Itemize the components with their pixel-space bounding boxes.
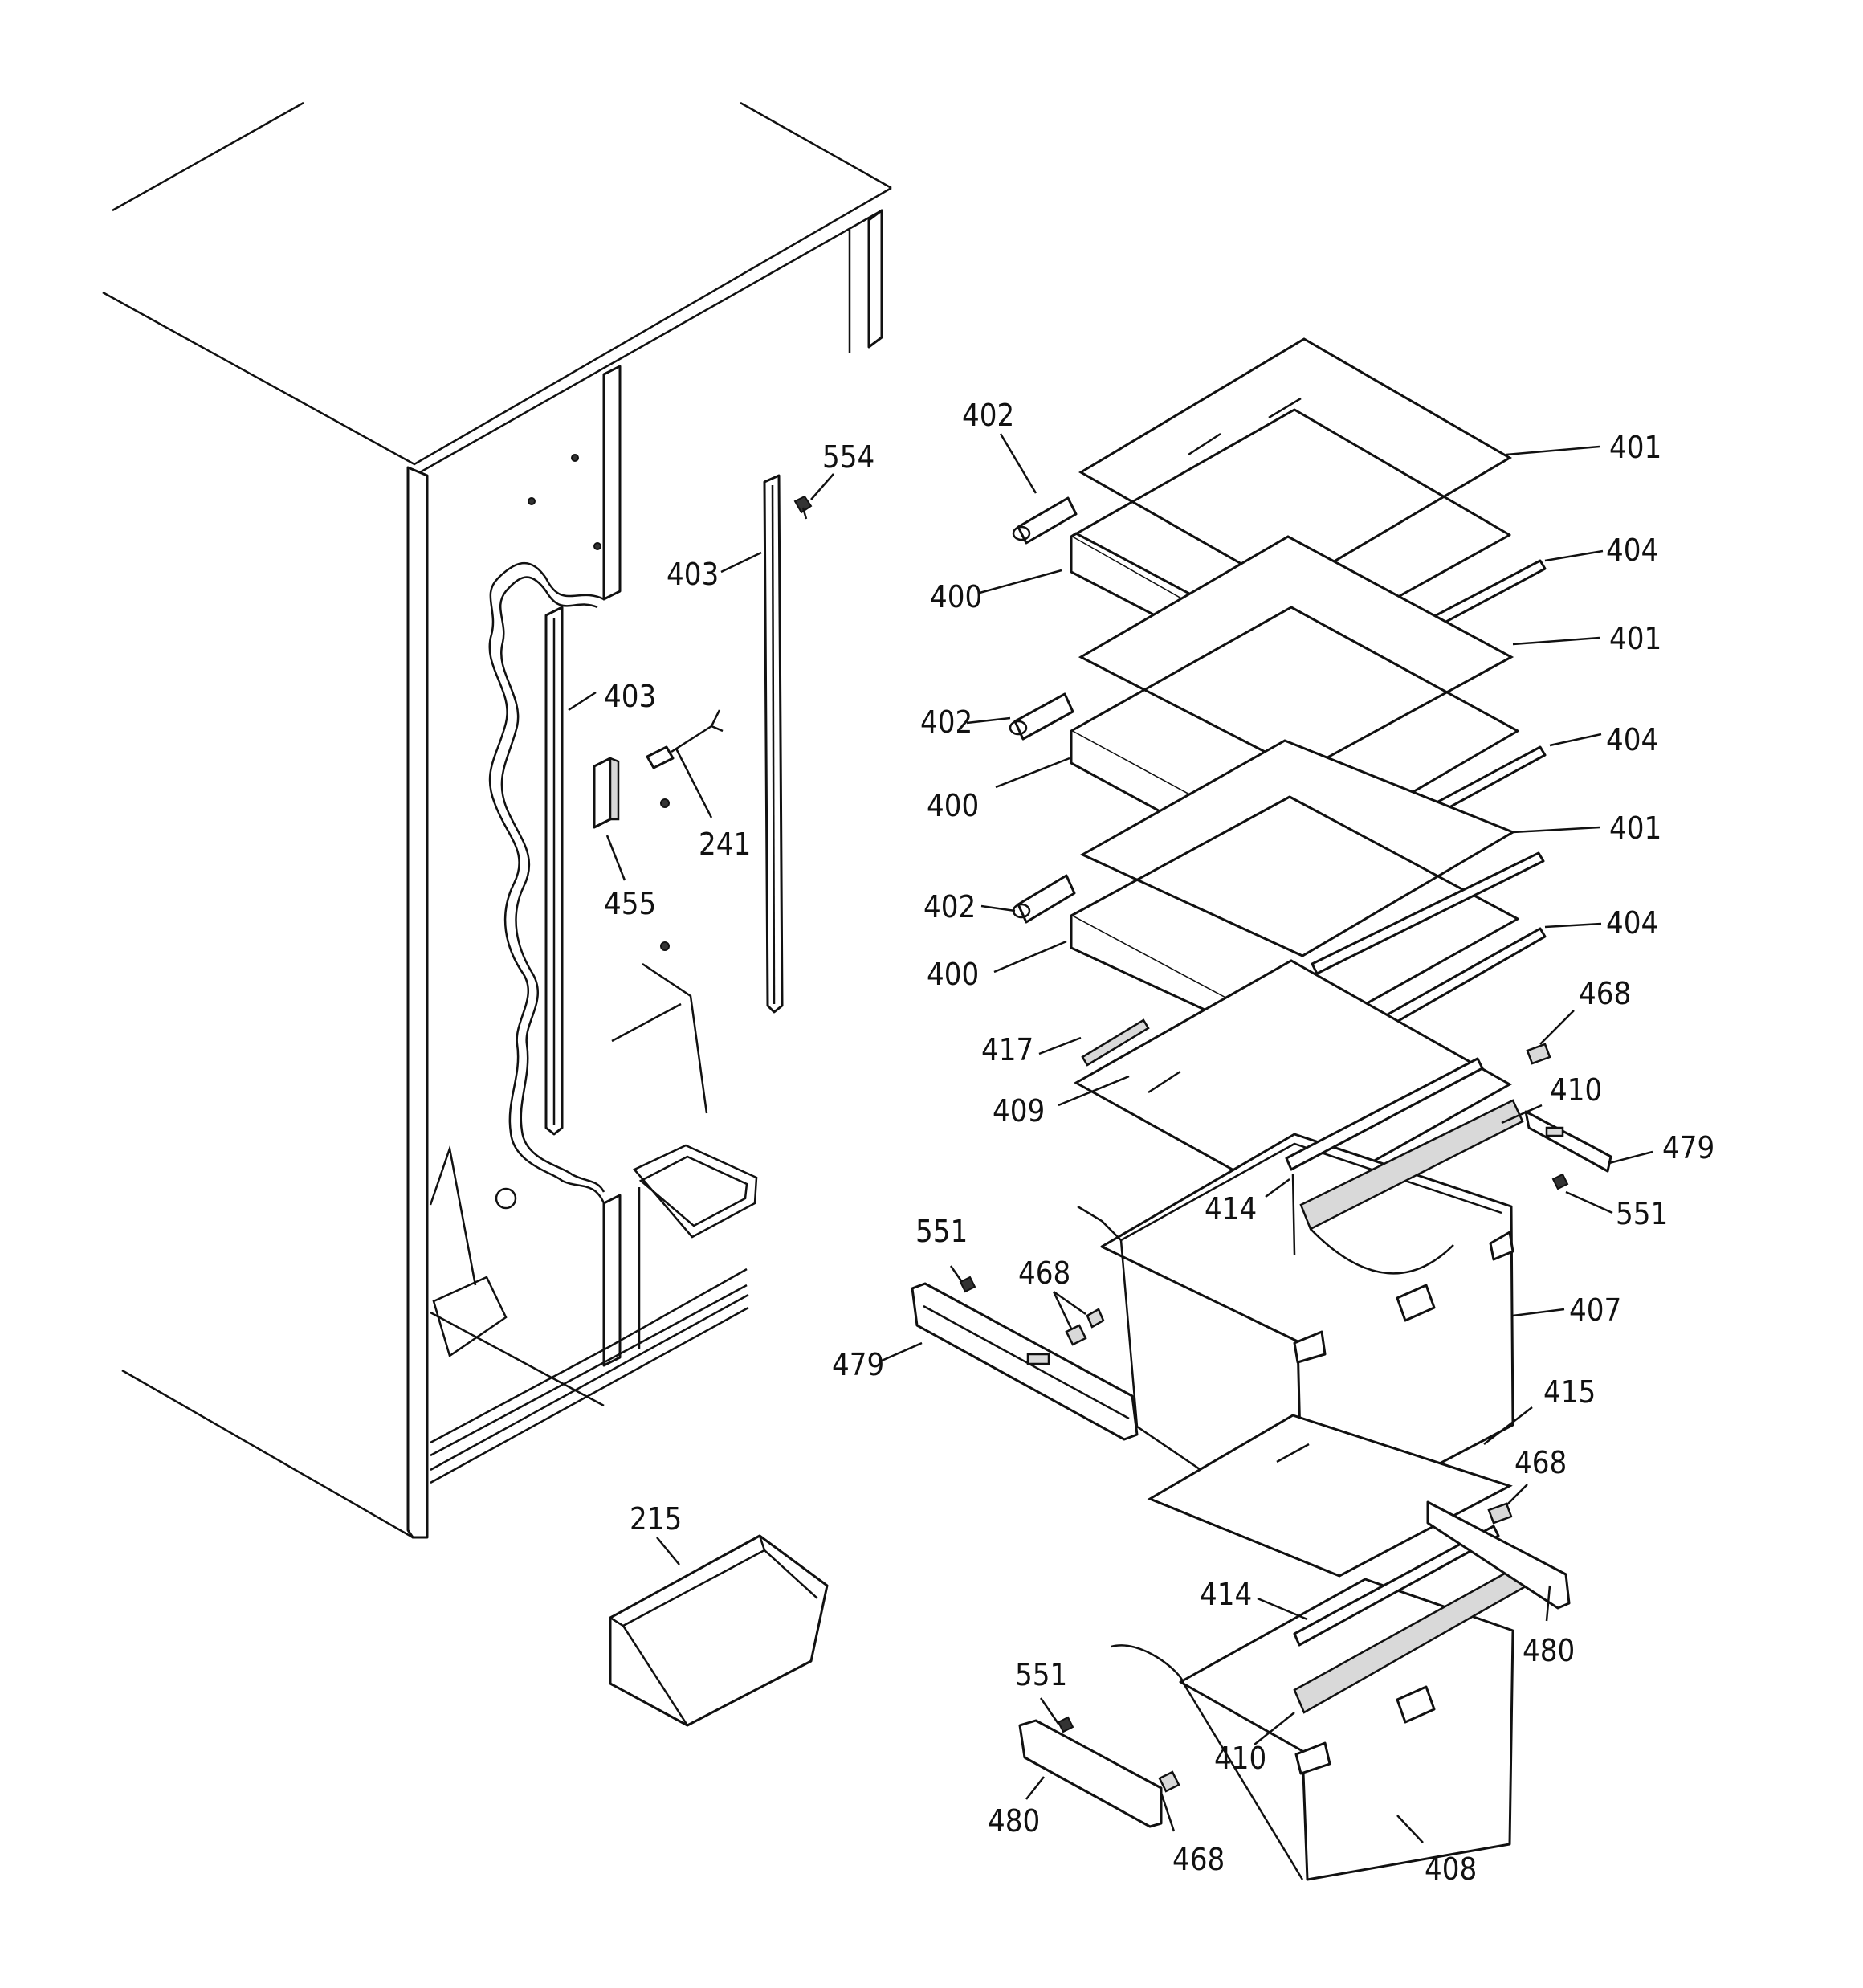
screw-551-left-lower [1057,1716,1074,1733]
refrigerator-cabinet [102,101,892,1539]
callout-551: 551 [1616,1196,1668,1231]
drawer-slide-480-right [1426,1500,1571,1610]
slide-cap-468-right-lower [1487,1502,1513,1525]
callout-414: 414 [1205,1191,1257,1227]
callout-551: 551 [915,1214,968,1249]
callout-402: 402 [962,398,1014,433]
callout-402: 402 [923,889,976,925]
callout-415: 415 [1543,1374,1596,1410]
glass-shelf-401-top [1078,337,1512,591]
callout-479: 479 [1662,1130,1714,1165]
callout-404: 404 [1606,905,1658,941]
callout-551: 551 [1015,1657,1067,1692]
screw-551-upper-right [1551,1173,1569,1190]
slide-cap-468-left-upper [1065,1308,1105,1346]
drawer-rail-414-upper [1285,1057,1484,1255]
callout-417: 417 [981,1032,1033,1067]
callout-480: 480 [1523,1633,1575,1668]
callout-402: 402 [920,704,972,740]
callout-468: 468 [1514,1445,1567,1480]
screw-551-left-upper [959,1276,976,1293]
callout-labels: 402 401 554 403 400 404 401 403 402 404 … [604,398,1714,1887]
drawer-slide-479-right [1524,1110,1612,1173]
shelf-end-cap-402-top [1012,496,1078,545]
callout-401: 401 [1609,430,1661,465]
callout-410: 410 [1550,1072,1602,1108]
callout-404: 404 [1606,722,1658,757]
drawer-slide-479-left [911,1282,1139,1441]
pan-cover-glass-409 [1073,959,1513,1206]
pan-cover-glass-415 [1147,1414,1513,1578]
callout-403: 403 [604,679,656,714]
callout-401: 401 [1609,810,1661,846]
callout-554: 554 [822,439,874,475]
shelf-ladder-rail-left [544,606,564,1136]
callout-215: 215 [630,1501,682,1537]
slide-cap-468-left-lower [1158,1770,1180,1793]
callout-455: 455 [604,886,656,921]
leader-lines [568,433,1653,1843]
callout-479: 479 [832,1347,884,1382]
drawer-slide-480-left [1018,1719,1163,1828]
callout-480: 480 [988,1803,1040,1839]
callout-410: 410 [1214,1741,1266,1776]
bracket-455 [593,757,620,829]
shelf-end-cap-402-bottom [1012,874,1076,924]
callout-241: 241 [699,827,751,862]
callout-408: 408 [1425,1851,1477,1887]
callout-407: 407 [1569,1292,1621,1328]
shelf-bar-417 [1081,1018,1150,1067]
callout-414: 414 [1200,1577,1252,1612]
callout-468: 468 [1172,1842,1225,1877]
door-bin-215 [609,1534,829,1727]
slide-cap-468-upper-right [1526,1043,1551,1065]
callout-409: 409 [993,1093,1045,1129]
glass-shelf-401-middle [1078,535,1514,773]
drawer-handle-410-upper [1299,1099,1524,1275]
callout-403: 403 [667,557,719,592]
callout-400: 400 [927,788,979,823]
callout-400: 400 [927,957,979,992]
screw-554 [793,495,813,520]
drawer-rail-414-lower [1293,1525,1500,1647]
callout-401: 401 [1609,621,1661,656]
callout-400: 400 [930,579,982,614]
shelf-ladder-rail-right [763,474,784,1014]
callout-468: 468 [1018,1255,1070,1291]
callout-468: 468 [1579,976,1631,1011]
callout-404: 404 [1606,533,1658,568]
crisper-drawer-408 [1111,1578,1514,1881]
sensor-241 [646,709,724,769]
shelf-end-cap-402-middle [1009,692,1074,741]
